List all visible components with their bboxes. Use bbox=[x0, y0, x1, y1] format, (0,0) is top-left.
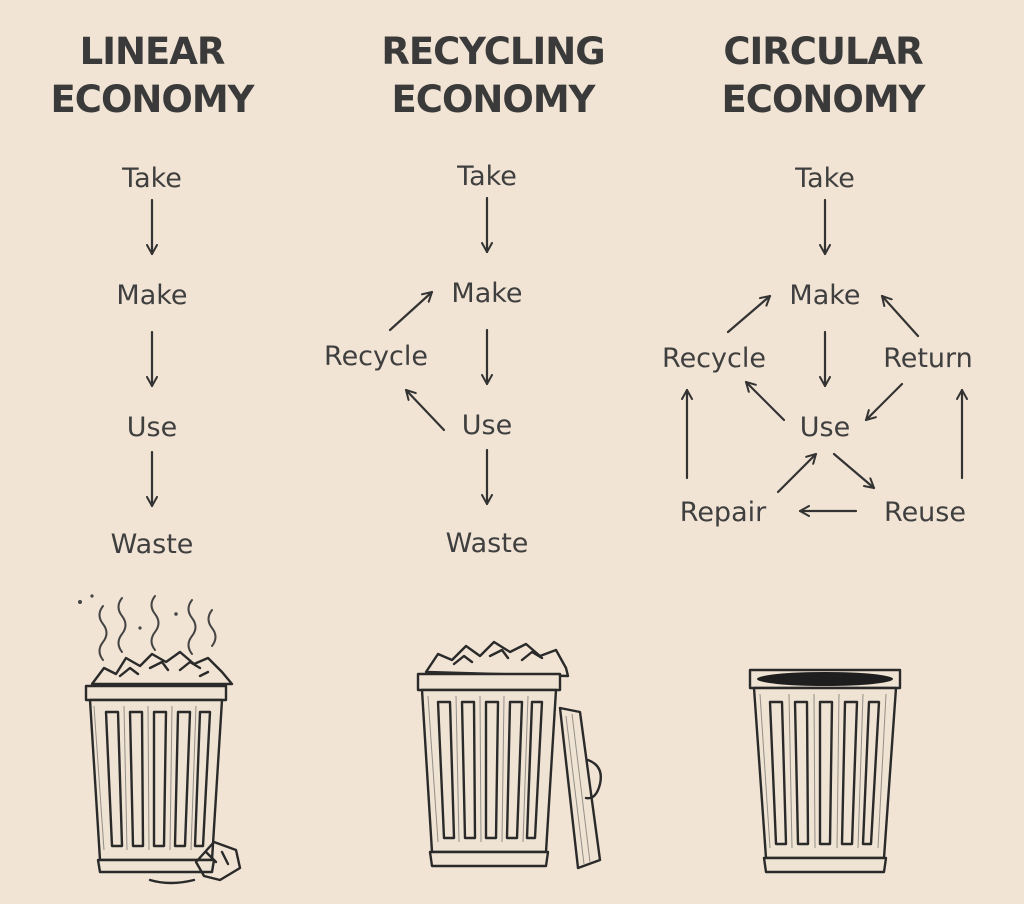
circular-title-line2: ECONOMY bbox=[722, 78, 927, 121]
recycling-node-waste: Waste bbox=[446, 528, 529, 559]
circular-arrow-return-use bbox=[864, 382, 904, 422]
linear-column: LINEAR ECONOMY Take Make Use Waste bbox=[51, 30, 257, 885]
circular-arrow-use-reuse bbox=[832, 452, 876, 490]
recycling-node-take: Take bbox=[456, 161, 517, 192]
trash-can-full-icon bbox=[416, 640, 602, 870]
recycling-title-line2: ECONOMY bbox=[392, 78, 597, 121]
recycling-column: RECYCLING ECONOMY Take Make Use Waste Re… bbox=[324, 30, 606, 870]
recycling-title-line1: RECYCLING bbox=[381, 30, 604, 73]
trash-can-overflowing-icon bbox=[78, 594, 242, 885]
trash-can-lid-icon bbox=[558, 706, 602, 870]
lid-handle-icon bbox=[584, 758, 602, 800]
recycling-node-make: Make bbox=[451, 278, 522, 309]
circular-arrow-return-make bbox=[880, 294, 920, 338]
stink-fumes-icon bbox=[78, 594, 217, 661]
circular-arrow-recycle-make bbox=[726, 294, 772, 334]
circular-node-repair: Repair bbox=[680, 497, 767, 528]
recycling-arrow-use-recycle bbox=[404, 388, 446, 432]
recycling-node-use: Use bbox=[462, 410, 512, 441]
circular-arrow-use-recycle bbox=[744, 380, 786, 422]
linear-title-line2: ECONOMY bbox=[51, 78, 256, 121]
recycling-node-recycle: Recycle bbox=[324, 341, 428, 372]
linear-title-line1: LINEAR bbox=[80, 30, 225, 73]
circular-title-line1: CIRCULAR bbox=[723, 30, 923, 73]
recycling-arrow-recycle-make bbox=[388, 290, 434, 332]
circular-node-recycle: Recycle bbox=[662, 343, 766, 374]
linear-node-waste: Waste bbox=[111, 529, 194, 560]
linear-node-make: Make bbox=[116, 280, 187, 311]
trash-can-empty-icon bbox=[748, 668, 902, 874]
linear-node-take: Take bbox=[121, 163, 182, 194]
circular-arrow-repair-use bbox=[776, 452, 818, 494]
linear-node-use: Use bbox=[127, 412, 177, 443]
circular-node-reuse: Reuse bbox=[884, 497, 966, 528]
circular-node-make: Make bbox=[789, 280, 860, 311]
circular-node-return: Return bbox=[883, 343, 973, 374]
circular-node-use: Use bbox=[800, 412, 850, 443]
circular-node-take: Take bbox=[794, 163, 855, 194]
circular-column: CIRCULAR ECONOMY Take Make Use Recycle R… bbox=[662, 30, 973, 874]
